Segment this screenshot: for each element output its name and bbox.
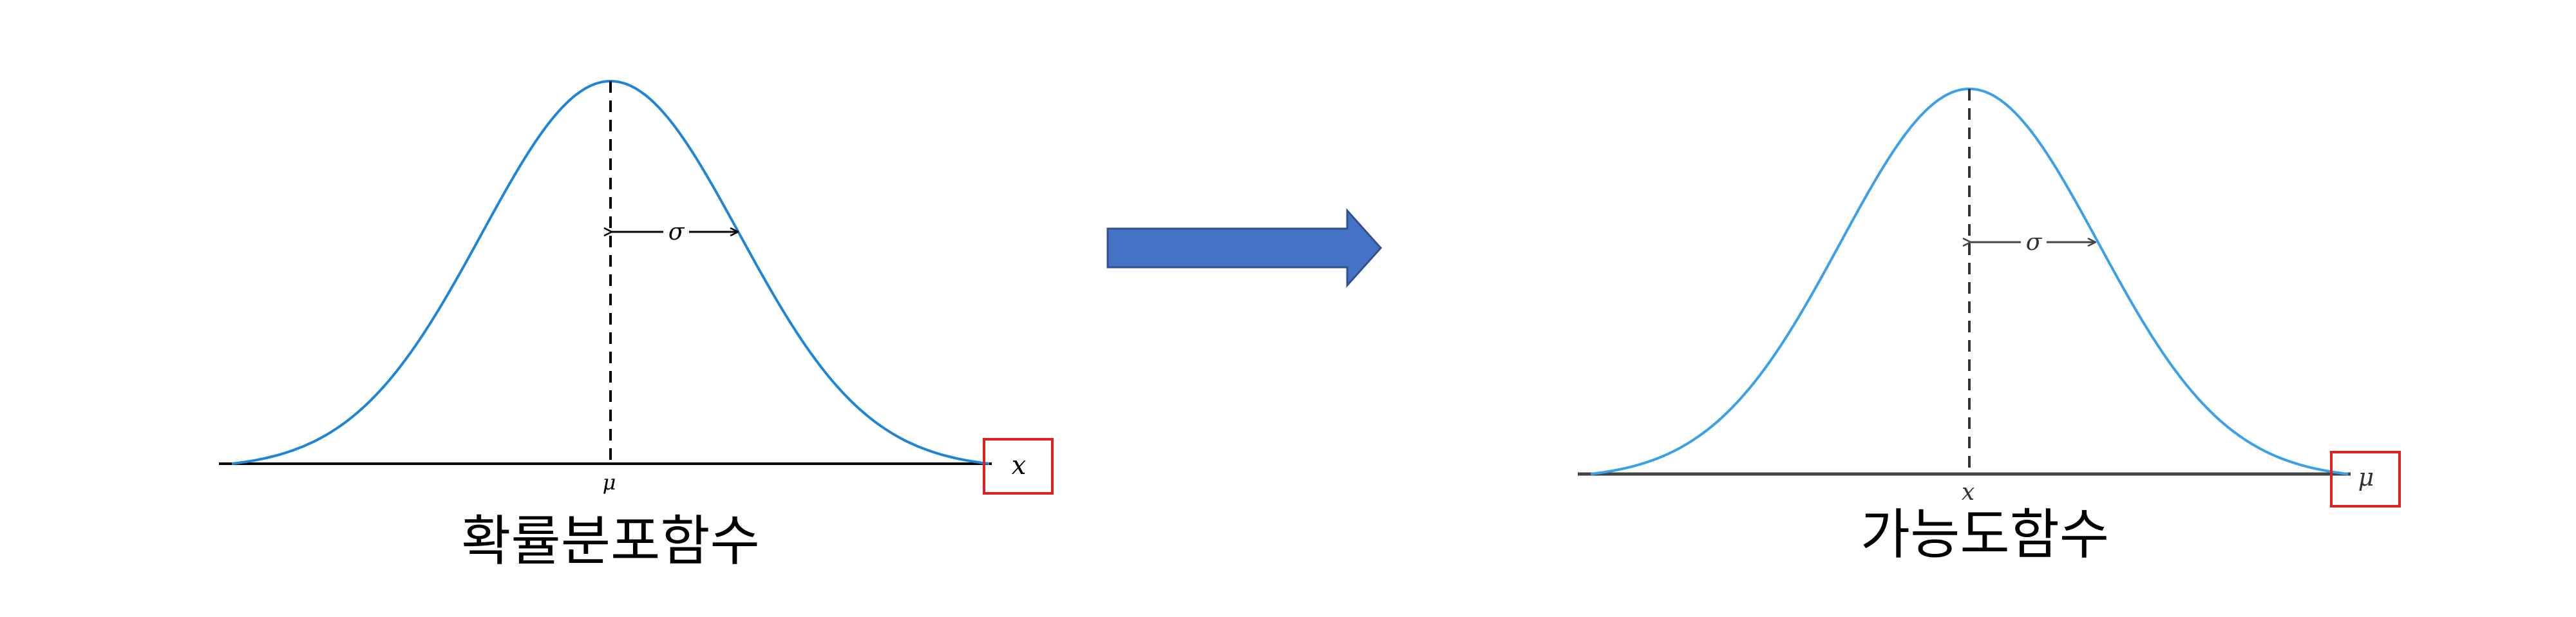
right-axis-variable-highlight-box [2330,451,2401,508]
right-axis-variable-label: μ [2358,463,2374,491]
right-caption: 가능도함수 [1860,503,2110,566]
right-center-label: x [1962,479,1975,506]
left-gaussian-curve [231,79,990,465]
left-center-label: μ [603,470,616,495]
left-axis-variable-highlight-box [983,438,1054,495]
right-arrow-icon [1106,208,1383,288]
left-caption: 확률분포함수 [461,509,760,573]
left-axis-variable-label: x [1012,451,1027,480]
right-panel: σ x μ [1578,87,2401,508]
transition-arrow [1106,208,1383,288]
right-gaussian-curve [1590,87,2349,475]
right-sigma-label: σ [2026,229,2043,256]
left-panel: σ μ x [219,79,1054,495]
left-sigma-label: σ [668,219,685,245]
